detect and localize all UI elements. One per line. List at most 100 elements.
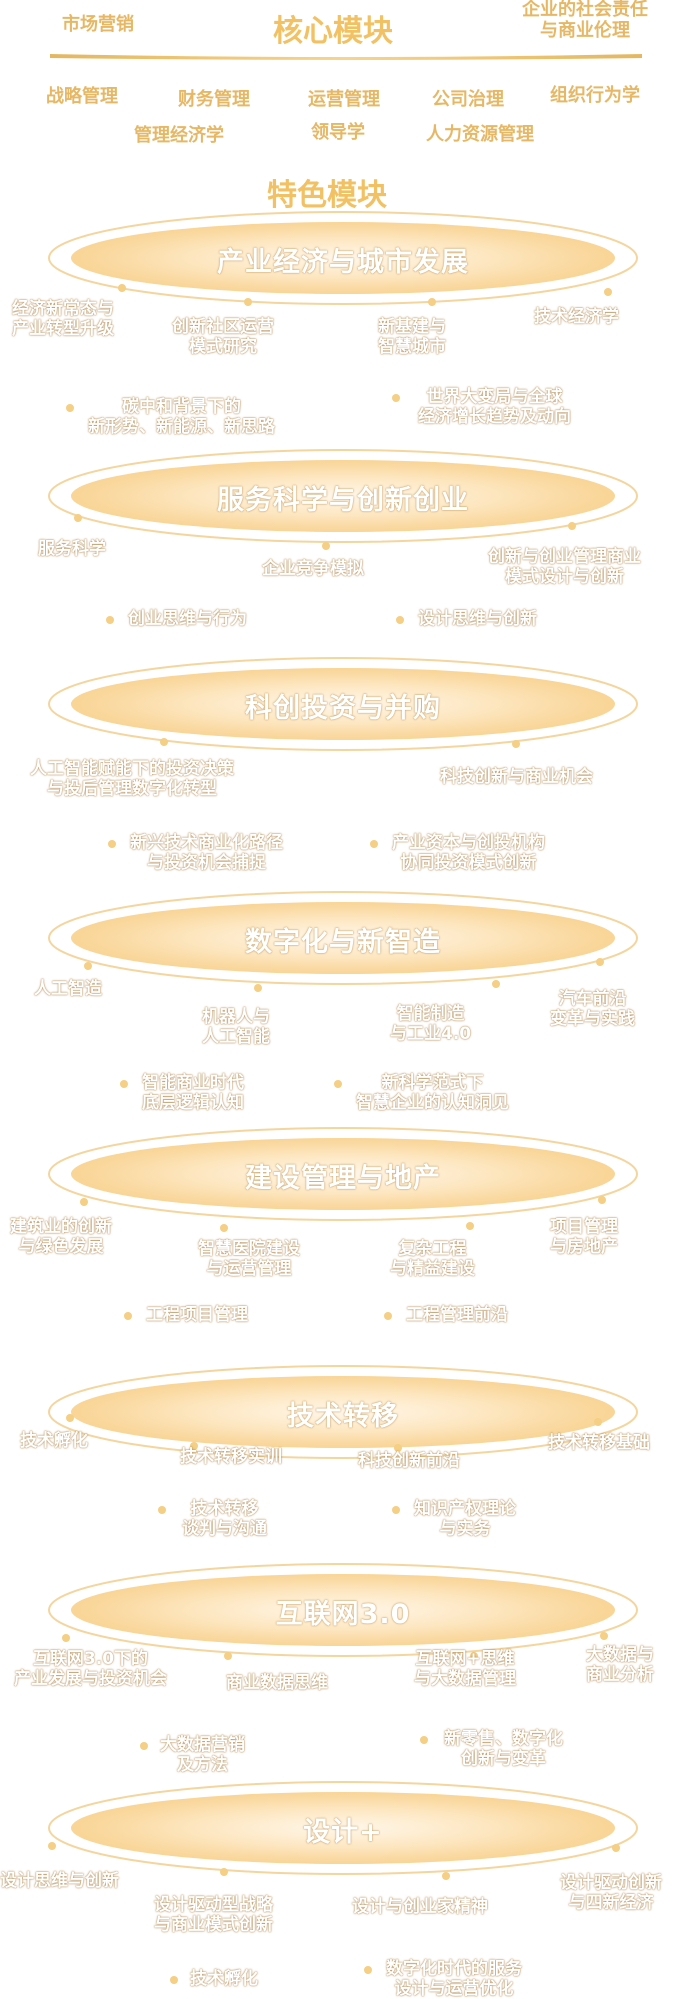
digital-manufacturing-bullet-dot — [334, 1080, 342, 1088]
digital-manufacturing-item: 机器人与 人工智能 — [202, 1007, 270, 1047]
construction-bullet-dot — [124, 1312, 132, 1320]
design-plus-title: 设计+ — [303, 1817, 383, 1848]
internet3-item: 商业数据思维 — [226, 1673, 328, 1693]
construction-item: 智慧医院建设 与运营管理 — [198, 1239, 300, 1279]
industrial-econ-ellipse — [48, 211, 638, 305]
industrial-econ-orbit — [48, 211, 638, 305]
csr-label-line2: 与商业伦理 — [540, 19, 630, 41]
industrial-econ-title: 产业经济与城市发展 — [217, 247, 469, 278]
construction-bullet: 工程项目管理 — [146, 1305, 248, 1325]
core-module-governance: 公司治理 — [432, 89, 504, 110]
tech-transfer-bullet: 知识产权理论 与实务 — [414, 1499, 516, 1539]
tech-transfer-orbit — [48, 1365, 638, 1459]
internet3-bullet: 新零售、数字化 创新与变革 — [444, 1729, 563, 1769]
design-plus-core — [71, 1792, 615, 1864]
core-module-leadership: 领导学 — [311, 122, 365, 143]
construction-orbit-dot — [598, 1196, 606, 1204]
design-plus-bullet-dot — [364, 1966, 372, 1974]
digital-manufacturing-item: 智能制造 与工业4.0 — [390, 1004, 472, 1044]
digital-manufacturing-orbit — [48, 891, 638, 985]
digital-manufacturing-item: 人工智造 — [34, 979, 102, 999]
tech-investment-title: 科创投资与并购 — [245, 693, 441, 724]
tech-transfer-title: 技术转移 — [287, 1401, 399, 1432]
industrial-econ-bullet: 世界大变局与全球 经济增长趋势及动向 — [418, 387, 571, 427]
construction-orbit — [48, 1127, 638, 1221]
tech-investment-item: 科技创新与商业机会 — [440, 767, 593, 787]
internet3-orbit — [48, 1563, 638, 1657]
service-science-bullet-dot — [396, 616, 404, 624]
csr-label: 企业的社会责任 与商业伦理 — [522, 0, 648, 41]
digital-manufacturing-bullet: 智能商业时代 底层逻辑认知 — [142, 1073, 244, 1113]
tech-investment-bullet-dot — [108, 840, 116, 848]
digital-manufacturing-core — [71, 902, 615, 974]
internet3-orbit-dot — [470, 1652, 478, 1660]
tech-transfer-item: 技术孵化 — [20, 1431, 88, 1451]
internet3-ellipse — [48, 1563, 638, 1657]
internet3-item: 互联网3.0下的 产业发展与投资机会 — [14, 1649, 167, 1689]
tech-transfer-item: 技术转移基础 — [548, 1433, 650, 1453]
construction-bullet: 工程管理前沿 — [406, 1305, 508, 1325]
design-plus-orbit-dot — [220, 1868, 228, 1876]
design-plus-orbit-dot — [612, 1844, 620, 1852]
design-plus-orbit-dot — [442, 1872, 450, 1880]
service-science-orbit — [48, 449, 638, 543]
digital-manufacturing-bullet: 新科学范式下 智慧企业的认知洞见 — [356, 1073, 509, 1113]
internet3-orbit-dot — [600, 1632, 608, 1640]
service-science-ellipse — [48, 449, 638, 543]
core-module-strategy: 战略管理 — [46, 86, 118, 107]
digital-manufacturing-item: 汽车前沿 变革与实践 — [550, 989, 635, 1029]
core-module-org-behavior: 组织行为学 — [550, 85, 640, 106]
digital-manufacturing-orbit-dot — [492, 980, 500, 988]
service-science-item: 创新与创业管理商业 模式设计与创新 — [488, 547, 641, 587]
construction-item: 复杂工程 与精益建设 — [390, 1239, 475, 1279]
industrial-econ-orbit-dot — [118, 284, 126, 292]
construction-title: 建设管理与地产 — [245, 1163, 441, 1194]
tech-investment-bullet-dot — [370, 840, 378, 848]
tech-transfer-item: 技术转移实训 — [180, 1447, 282, 1467]
service-science-bullet: 创业思维与行为 — [128, 609, 247, 629]
internet3-bullet-dot — [420, 1736, 428, 1744]
tech-investment-orbit-dot — [512, 740, 520, 748]
construction-orbit-dot — [220, 1224, 228, 1232]
core-module-operations: 运营管理 — [308, 89, 380, 110]
design-plus-item: 设计与创业家精神 — [352, 1897, 488, 1917]
service-science-orbit-dot — [322, 542, 330, 550]
tech-investment-bullet: 产业资本与创投机构 协同投资模式创新 — [392, 833, 545, 873]
industrial-econ-item: 技术经济学 — [534, 307, 619, 327]
industrial-econ-bullet: 碳中和背景下的 新形势、新能源、新思路 — [88, 397, 275, 437]
digital-manufacturing-orbit-dot — [596, 958, 604, 966]
featured-modules-title: 特色模块 — [267, 178, 387, 213]
design-plus-item: 设计驱动创新 与四新经济 — [560, 1873, 662, 1913]
construction-item: 建筑业的创新 与绿色发展 — [10, 1217, 112, 1257]
digital-manufacturing-bullet-dot — [120, 1080, 128, 1088]
internet3-item: 大数据与 商业分析 — [586, 1645, 654, 1685]
design-plus-bullet-dot — [170, 1976, 178, 1984]
core-module-finance: 财务管理 — [178, 89, 250, 110]
industrial-econ-item: 经济新常态与 产业转型升级 — [12, 299, 114, 339]
service-science-orbit-dot — [74, 514, 82, 522]
construction-item: 项目管理 与房地产 — [550, 1217, 618, 1257]
internet3-core — [71, 1574, 615, 1646]
digital-manufacturing-ellipse — [48, 891, 638, 985]
tech-transfer-bullet-dot — [158, 1506, 166, 1514]
industrial-econ-bullet-dot — [66, 404, 74, 412]
design-plus-bullet: 技术孵化 — [190, 1969, 258, 1989]
industrial-econ-orbit-dot — [604, 288, 612, 296]
industrial-econ-bullet-dot — [392, 394, 400, 402]
service-science-orbit-dot — [568, 522, 576, 530]
header-divider — [50, 54, 642, 60]
design-plus-item: 设计思维与创新 — [0, 1871, 119, 1891]
digital-manufacturing-title: 数字化与新智造 — [245, 927, 441, 958]
core-modules-title: 核心模块 — [273, 14, 393, 49]
digital-manufacturing-orbit-dot — [84, 962, 92, 970]
tech-investment-item: 人工智能赋能下的投资决策 与投后管理数字化转型 — [30, 759, 234, 799]
industrial-econ-item: 新基建与 智慧城市 — [378, 317, 446, 357]
core-module-managerial-econ: 管理经济学 — [134, 125, 224, 146]
construction-bullet-dot — [384, 1312, 392, 1320]
tech-investment-core — [71, 668, 615, 740]
tech-transfer-item: 科技创新前沿 — [358, 1451, 460, 1471]
tech-transfer-bullet-dot — [392, 1506, 400, 1514]
tech-transfer-orbit-dot — [594, 1418, 602, 1426]
internet3-item: 互联网+思维 与大数据管理 — [414, 1649, 516, 1689]
design-plus-orbit-dot — [48, 1842, 56, 1850]
